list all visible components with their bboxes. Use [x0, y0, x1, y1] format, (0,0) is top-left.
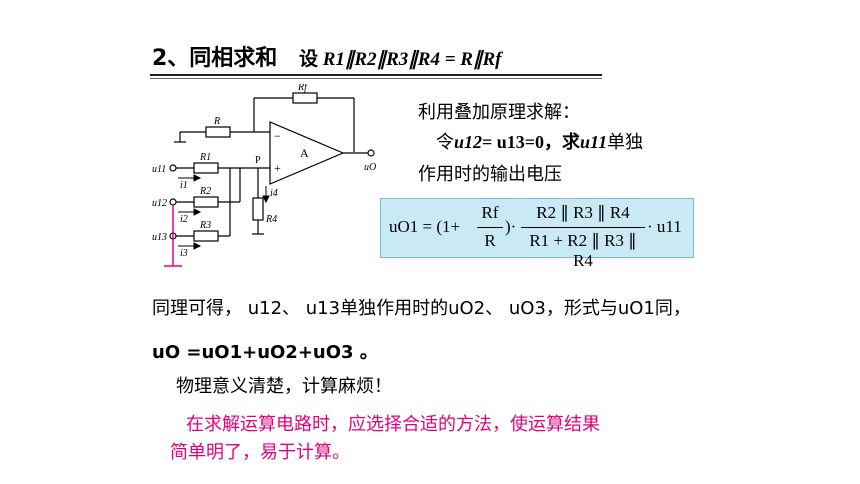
title-rule: [150, 74, 602, 76]
sum-equation: uO =uO1+uO2+uO3 。: [152, 342, 378, 363]
formula-bar-1: [477, 227, 503, 228]
method-line3: 作用时的输出电压: [418, 164, 562, 185]
label-r2: R2: [199, 186, 211, 197]
label-u11: u11: [152, 164, 166, 175]
method-line2-prefix: 令: [436, 132, 454, 153]
label-r4: R4: [265, 214, 277, 225]
label-r1: R1: [199, 152, 211, 163]
note-clear: 物理意义清楚，计算麻烦！: [176, 376, 392, 397]
method-u11: u11: [580, 132, 608, 152]
label-i1: i1: [180, 180, 188, 191]
label-r3: R3: [199, 220, 211, 231]
method-line1: 利用叠加原理求解：: [418, 102, 580, 123]
label-r: R: [213, 116, 220, 127]
label-p: P: [255, 155, 261, 166]
method-line2: 令u12= u13=0，求u11单独: [436, 128, 643, 154]
label-i3: i3: [180, 248, 188, 259]
method-line2-mid: = u13=0，求: [482, 132, 581, 152]
condition-prefix: 设: [298, 49, 318, 70]
label-amp: A: [300, 146, 309, 160]
slide-title: 2、同相求和 设 R1∥R2∥R3∥R4 = R∥Rf: [152, 40, 501, 72]
label-rf: Rf: [297, 84, 308, 93]
circuit-diagram: Rf R R1 R2 R3 R4 u11 u12 u13 i1 i2 i3 i4…: [152, 84, 376, 267]
similarly-text: 同理可得， u12、 u13单独作用时的uO2、 uO3，形式与uO1同，: [152, 298, 691, 319]
label-plus: +: [274, 161, 281, 175]
label-minus: −: [274, 129, 281, 143]
formula-numerator: R2 ∥ R3 ∥ R4: [536, 203, 630, 222]
label-i2: i2: [180, 214, 188, 225]
title-text: 2、同相求和: [152, 46, 278, 71]
advice-line2: 简单明了，易于计算。: [170, 442, 350, 463]
title-rule-thin: [150, 78, 602, 79]
formula-bar-2: [521, 227, 645, 228]
title-condition: 设 R1∥R2∥R3∥R4 = R∥Rf: [299, 49, 501, 70]
method-line2-suffix: 单独: [607, 132, 644, 153]
formula-denominator: R1 + R2 ∥ R3 ∥ R4: [529, 231, 637, 270]
label-u12: u12: [152, 198, 167, 209]
formula-box: uO1 = (1+ Rf R )· R2 ∥ R3 ∥ R4 R1 + R2 ∥…: [380, 198, 694, 270]
formula-lhs: uO1 = (1+: [389, 217, 461, 236]
method-u12: u12: [454, 132, 483, 152]
condition-expression: R1∥R2∥R3∥R4 = R∥Rf: [322, 49, 502, 70]
label-u13: u13: [152, 232, 167, 243]
formula-close: )·: [505, 217, 517, 236]
advice-line1: 在求解运算电路时，应选择合适的方法，使运算结果: [186, 414, 600, 435]
label-i4: i4: [270, 188, 278, 199]
formula-tail: · u11: [647, 217, 682, 236]
formula-r: R: [484, 231, 496, 250]
formula-rf: Rf: [481, 203, 499, 222]
label-uo: uO: [364, 162, 376, 173]
